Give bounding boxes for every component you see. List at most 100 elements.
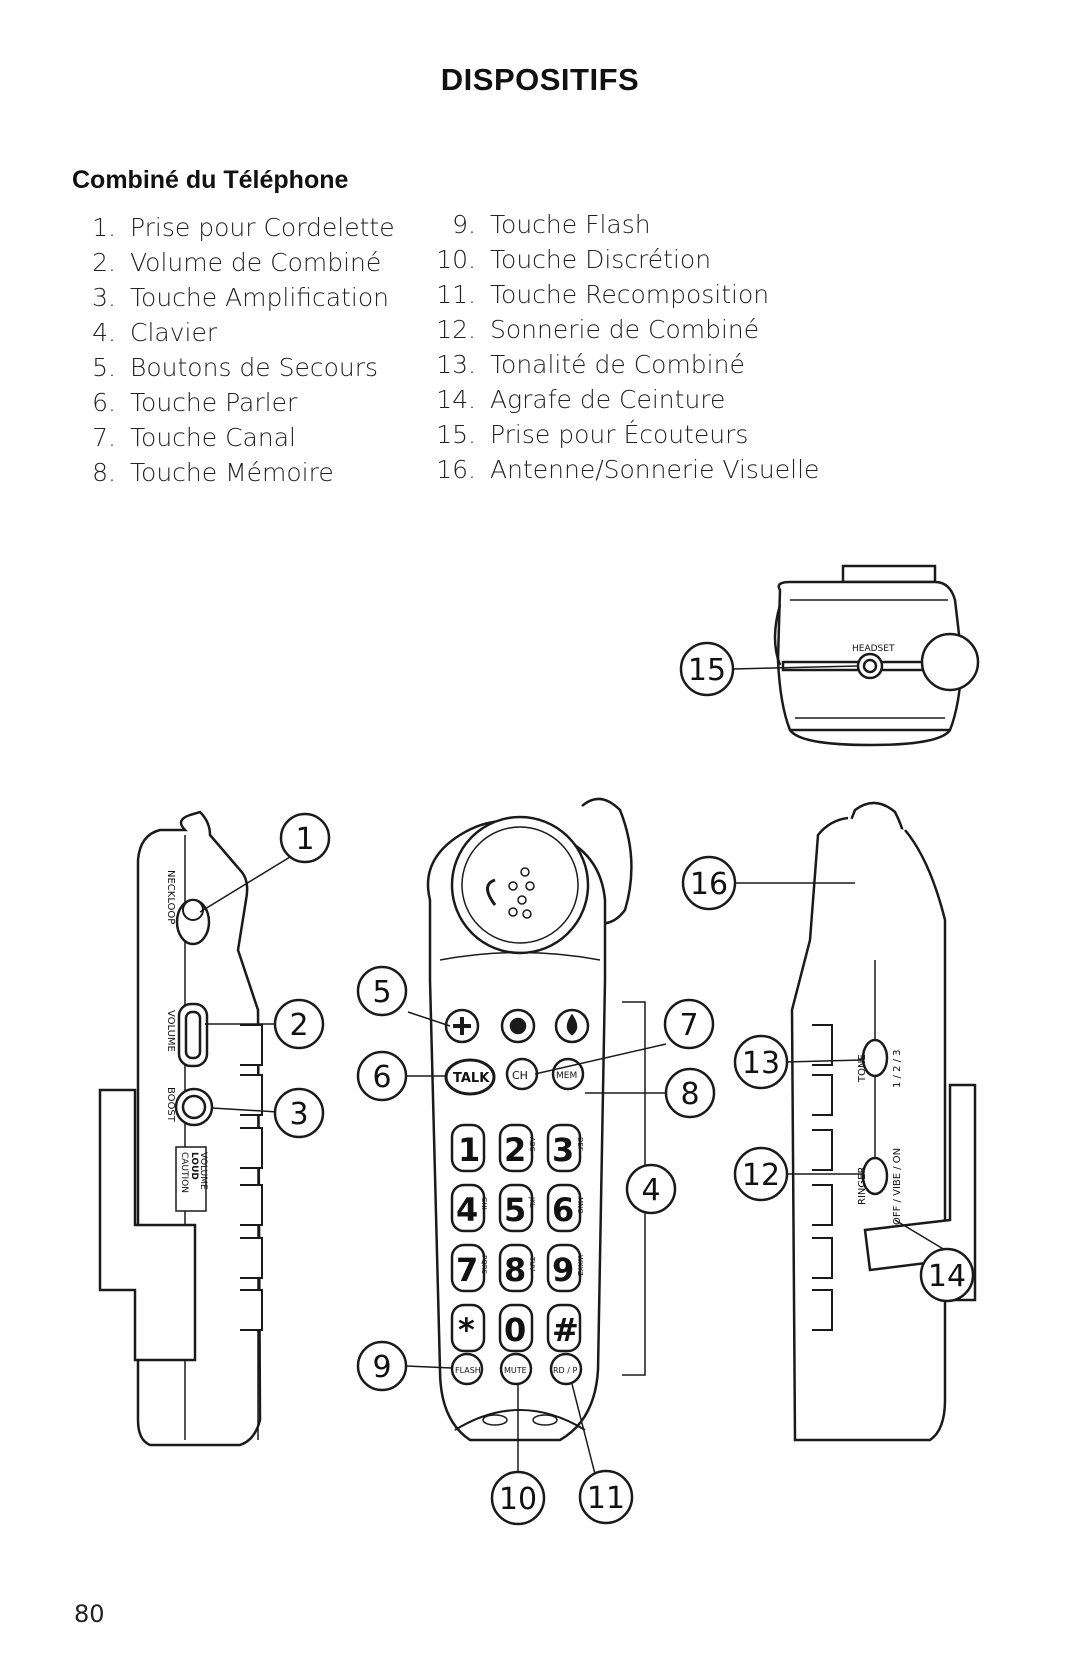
boost-label: BOOST (165, 1087, 176, 1123)
list-item: 2. Volume de Combiné (80, 245, 395, 280)
item-label: Touche Canal (130, 423, 296, 452)
list-item: 11.Touche Recomposition (430, 277, 819, 312)
item-label: Prise pour Écouteurs (490, 420, 749, 449)
item-label: Touche Flash (490, 210, 651, 239)
key-7: 7 (456, 1251, 478, 1289)
key-4: 4 (456, 1191, 478, 1229)
loud-label: LOUD (189, 1152, 199, 1180)
keypad: 1 2 3 4 5 6 7 8 9 * 0 # ABC DEF GHI (450, 1123, 584, 1353)
item-number: 9. (452, 210, 476, 239)
item-number: 8. (92, 458, 116, 487)
item-label: Touche Discrétion (490, 245, 712, 274)
list-item: 5.Boutons de Secours (80, 350, 395, 385)
key-2-letters: ABC (528, 1137, 536, 1151)
item-label: Clavier (130, 318, 218, 347)
headset-label: HEADSET (852, 644, 895, 654)
callout-13: 13 (742, 1046, 780, 1081)
callout-14: 14 (928, 1259, 966, 1294)
key-6-letters: MNO (576, 1197, 584, 1214)
callout-15: 15 (688, 653, 726, 688)
callout-12: 12 (742, 1158, 780, 1193)
item-number: 6. (92, 388, 116, 417)
handset-right-view: TONE 1 / 2 / 3 RINGER OFF / VIBE / ON (790, 801, 977, 1442)
list-item: 3.Touche Amplification (80, 280, 395, 315)
item-number: 7. (92, 423, 116, 452)
item-label: Tonalité de Combiné (490, 350, 745, 379)
list-item: 16. Antenne/Sonnerie Visuelle (430, 452, 819, 487)
flash-key-label: FLASH (455, 1366, 481, 1375)
item-number: 15. (436, 420, 476, 449)
key-8-letters: TUV (528, 1256, 536, 1271)
item-number: 14. (436, 385, 476, 414)
ringer-label: RINGER (857, 1167, 868, 1205)
list-item: 7. Touche Canal (80, 420, 395, 455)
callouts: 1 2 3 4 5 6 7 8 9 10 11 12 13 14 15 16 (273, 641, 975, 1526)
item-number: 3. (92, 283, 116, 312)
volume-label: VOLUME (165, 1010, 176, 1052)
list-item: 14. Agrafe de Ceinture (430, 382, 819, 417)
list-item: 15. Prise pour Écouteurs (430, 417, 819, 452)
caution-label: CAUTION (179, 1152, 189, 1193)
list-item: 9. Touche Flash (430, 207, 819, 242)
list-item: 4. Clavier (80, 315, 395, 350)
callout-16: 16 (690, 867, 728, 902)
key-9-letters: WXYZ (576, 1255, 584, 1276)
key-4-letters: GHI (480, 1197, 488, 1210)
leader-lines (199, 665, 946, 1475)
handset-front-view: TALK CH MEM 1 2 3 4 5 6 7 8 9 * (426, 797, 646, 1442)
item-label: Touche Mémoire (130, 458, 334, 487)
talk-key-label: TALK (453, 1071, 490, 1086)
item-label: Volume de Combiné (130, 248, 382, 277)
mute-key-label: MUTE (504, 1366, 527, 1375)
item-number: 10. (436, 245, 476, 274)
item-label: Sonnerie de Combiné (490, 315, 760, 344)
callout-2: 2 (289, 1008, 308, 1043)
callout-1: 1 (295, 822, 314, 857)
item-number: 2. (92, 248, 116, 277)
neckloop-label: NECKLOOP (165, 870, 176, 924)
item-label: Prise pour Cordelette (130, 213, 395, 242)
caution-volume-label: VOLUME (198, 1152, 208, 1190)
callout-10: 10 (499, 1482, 537, 1517)
handset-top-view: HEADSET (773, 564, 980, 747)
item-number: 4. (92, 318, 116, 347)
key-9: 9 (552, 1251, 574, 1289)
callout-11: 11 (587, 1481, 625, 1516)
item-label: Antenne/Sonnerie Visuelle (490, 455, 820, 484)
item-label: Touche Parler (130, 388, 298, 417)
callout-7: 7 (679, 1008, 698, 1043)
item-label: Agrafe de Ceinture (490, 385, 726, 414)
mem-key-label: MEM (556, 1071, 577, 1081)
key-7-letters: PQRS (480, 1255, 488, 1275)
key-star: * (458, 1311, 475, 1349)
callout-4: 4 (641, 1173, 660, 1208)
list-item: 12. Sonnerie de Combiné (430, 312, 819, 347)
key-0: 0 (504, 1311, 526, 1349)
tone-settings-label: 1 / 2 / 3 (892, 1049, 903, 1088)
item-label: Touche Recomposition (490, 280, 770, 309)
ch-key-label: CH (512, 1069, 528, 1082)
key-3: 3 (552, 1131, 574, 1169)
key-2: 2 (504, 1131, 526, 1169)
key-8: 8 (504, 1251, 526, 1289)
list-item: 8. Touche Mémoire (80, 455, 395, 490)
key-5-letters: JKL (528, 1196, 536, 1208)
item-number: 13. (436, 350, 476, 379)
callout-6: 6 (372, 1060, 391, 1095)
key-5: 5 (504, 1191, 526, 1229)
key-3-letters: DEF (576, 1137, 584, 1151)
callout-9: 9 (372, 1350, 391, 1385)
handset-left-view: NECKLOOP VOLUME BOOST CAUTION LOUD VOLUM… (98, 810, 263, 1447)
list-item: 10. Touche Discrétion (430, 242, 819, 277)
feature-list-right: 9. Touche Flash 10. Touche Discrétion 11.T… (430, 207, 819, 487)
page-number: 80 (74, 1600, 105, 1628)
item-number: 12. (436, 315, 476, 344)
tone-label: TONE (857, 1054, 868, 1083)
list-item: 1.Prise pour Cordelette (80, 210, 395, 245)
page-title: DISPOSITIFS (440, 62, 640, 97)
feature-list-left: 1.Prise pour Cordelette 2. Volume de Comb… (80, 210, 395, 490)
item-number: 16. (436, 455, 476, 484)
callout-5: 5 (372, 975, 391, 1010)
key-1: 1 (458, 1131, 480, 1169)
